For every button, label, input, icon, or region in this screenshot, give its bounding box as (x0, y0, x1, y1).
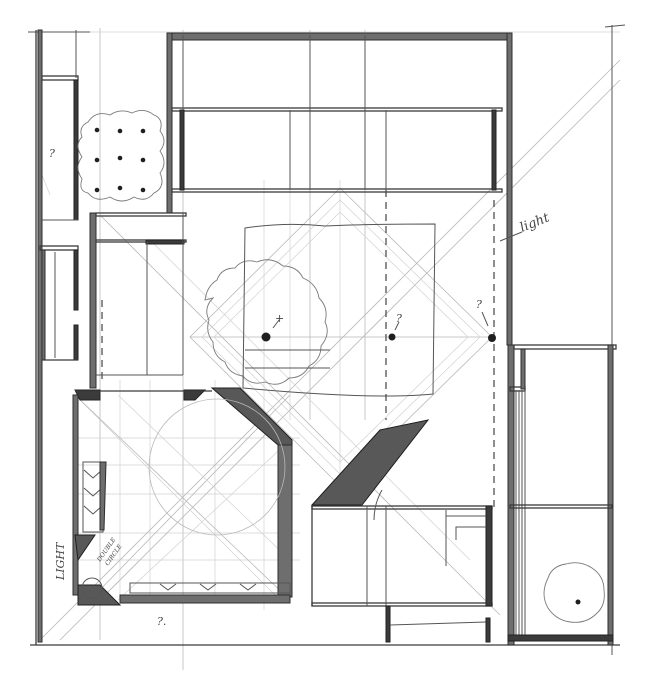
question-mark-left-strip: ? (49, 147, 55, 160)
planter-bed (77, 110, 165, 202)
courtyard-tree (204, 259, 328, 385)
column-center (388, 333, 396, 341)
plus-mark: + (275, 312, 284, 325)
light-label-left: LIGHT (54, 541, 67, 581)
question-mark-center: ? (396, 312, 402, 325)
bottom-right-tree (543, 562, 605, 623)
site-boundary (28, 24, 626, 655)
right-rooms (507, 344, 617, 646)
small-circle (81, 577, 103, 599)
question-mark-bottom: ?. (157, 615, 166, 628)
lower-middle-room (311, 489, 493, 643)
geometric-circle (148, 398, 286, 536)
top-room (166, 32, 513, 346)
diagonal-walls (74, 387, 430, 598)
left-middle-room (89, 212, 187, 389)
lower-left-room (72, 390, 291, 606)
courtyard (204, 190, 496, 510)
light-label-right: light (518, 210, 552, 236)
left-strip (37, 29, 79, 643)
column-left (261, 332, 271, 342)
question-mark-right: ? (476, 298, 482, 311)
column-right (488, 334, 496, 342)
